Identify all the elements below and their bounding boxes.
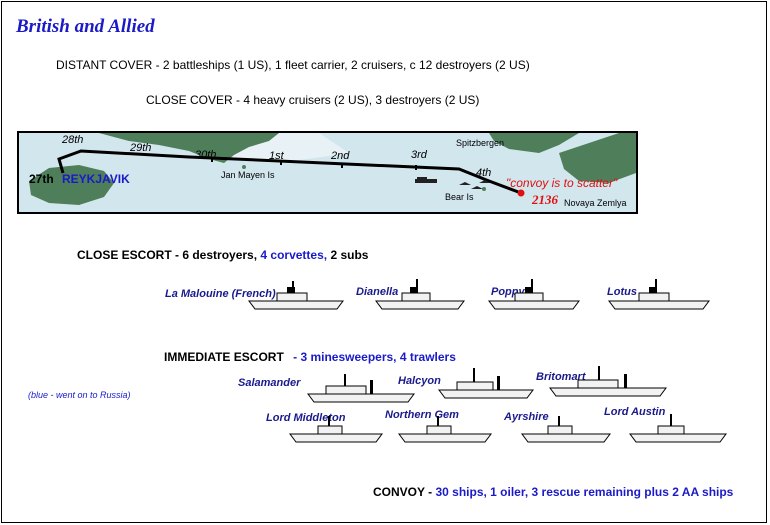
ship-la-malouine-icon [248, 281, 344, 310]
bear-island [482, 187, 486, 191]
close-escort-label: CLOSE ESCORT - 6 destroyers, [77, 248, 258, 262]
convoy-heading: CONVOY - 30 ships, 1 oiler, 3 rescue rem… [373, 485, 733, 499]
ship-name-lord-austin: Lord Austin [604, 406, 666, 418]
ship-salamander-icon [307, 374, 415, 403]
immediate-escort-label: IMMEDIATE ESCORT [164, 350, 284, 364]
spitzbergen-label: Spitzbergen [456, 138, 505, 148]
iceland-land [29, 165, 114, 205]
distant-cover-line: DISTANT COVER - 2 battleships (1 US), 1 … [56, 58, 530, 72]
jan-mayen-island [242, 165, 246, 169]
greenland-land [99, 133, 279, 163]
close-escort-subs: 2 subs [330, 248, 369, 262]
ship-name-la-malouine: La Malouine (French) [165, 288, 276, 300]
scatter-time-label: 2136 [532, 192, 558, 207]
ship-poppy-icon [488, 279, 580, 310]
close-escort-corvettes: 4 corvettes, [260, 248, 328, 262]
ship-lord-middleton-icon [289, 416, 383, 443]
ship-name-salamander: Salamander [238, 377, 301, 389]
novaya-zemlya-label: Novaya Zemlya [564, 198, 627, 208]
ship-dianella-icon [375, 279, 465, 310]
date-1st: 1st [269, 150, 284, 162]
date-4th: 4th [476, 167, 492, 179]
spitzbergen-land [489, 133, 579, 153]
immediate-escort-detail: - 3 minesweepers, 4 trawlers [293, 350, 456, 364]
ship-name-lord-middleton: Lord Middleton [266, 412, 346, 424]
date-3rd: 3rd [411, 149, 427, 161]
date-28th: 28th [62, 134, 84, 146]
bear-island-label: Bear Is [445, 192, 474, 202]
scatter-order-label: "convoy is to scatter" [506, 176, 618, 190]
ship-northern-gem-icon [398, 416, 492, 443]
ship-britomart-icon [549, 366, 667, 397]
convoy-track [57, 149, 522, 195]
blue-note: (blue - went on to Russia) [28, 390, 131, 400]
jan-mayen-label: Jan Mayen Is [221, 170, 275, 180]
scatter-point [517, 189, 525, 197]
date-29th: 29th [130, 142, 152, 154]
convoy-label: CONVOY - [373, 485, 433, 499]
close-escort-heading: CLOSE ESCORT - 6 destroyers, 4 corvettes… [77, 248, 368, 262]
ship-name-halcyon: Halcyon [398, 375, 441, 387]
ship-name-dianella: Dianella [356, 286, 399, 298]
ship-ayrshire-icon [521, 416, 611, 443]
ship-name-ayrshire: Ayrshire [504, 411, 549, 423]
convoy-detail: 30 ships, 1 oiler, 3 rescue remaining pl… [435, 485, 734, 499]
reykjavik-label: REYKJAVIK [62, 172, 130, 186]
immediate-escort-heading: IMMEDIATE ESCORT - 3 minesweepers, 4 tra… [164, 350, 456, 364]
ship-name-britomart: Britomart [536, 371, 586, 383]
date-2nd: 2nd [331, 150, 350, 162]
route-map-svg [19, 133, 636, 212]
page-title: British and Allied [16, 16, 155, 37]
ship-name-northern-gem: Northern Gem [385, 409, 459, 421]
date-27th: 27th [29, 172, 54, 186]
ship-lord-austin-icon [629, 414, 727, 443]
date-30th: 30th [195, 149, 217, 161]
ship-lotus-icon [608, 279, 710, 310]
close-cover-line: CLOSE COVER - 4 heavy cruisers (2 US), 3… [146, 93, 480, 107]
ship-name-lotus: Lotus [607, 286, 637, 298]
novaya-zemlya-land [559, 133, 636, 183]
ship-halcyon-icon [438, 368, 534, 399]
route-map: 28th 29th 30th 1st 2nd 3rd 4th 27th REYK… [17, 131, 638, 214]
aircraft-silhouettes [415, 177, 491, 189]
